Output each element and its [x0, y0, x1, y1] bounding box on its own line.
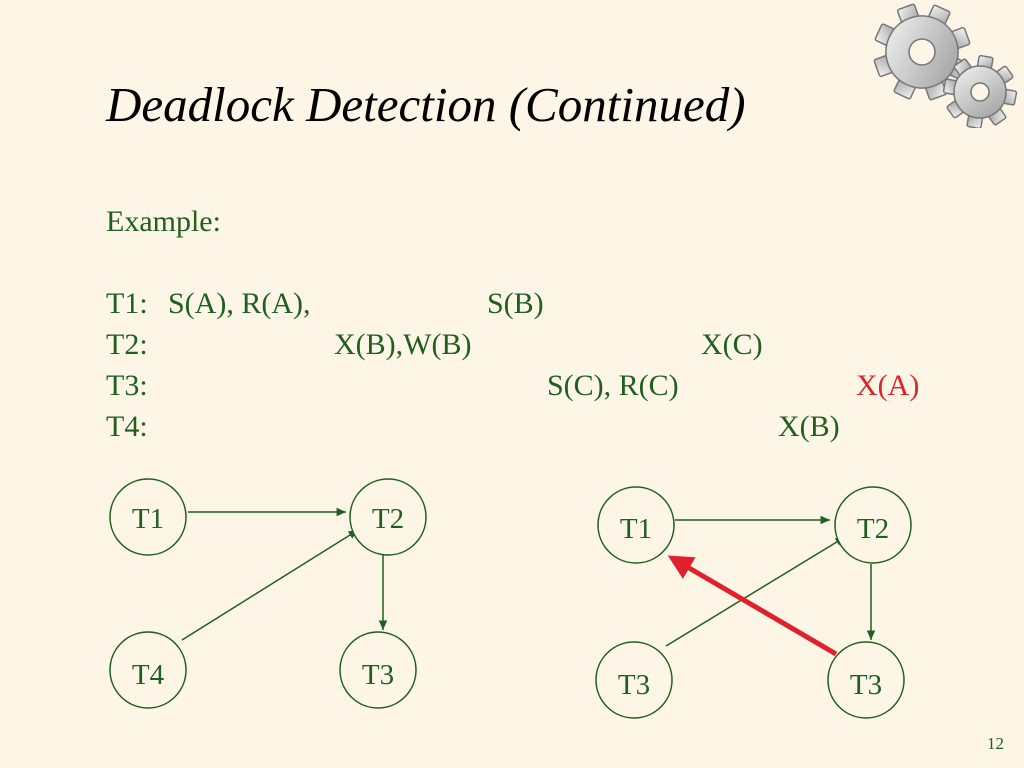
t4-label: T4:: [106, 410, 148, 443]
edge-t4-t2: [181, 529, 359, 641]
node-t1: [109, 478, 187, 556]
page-number: 12: [987, 734, 1004, 753]
slide-title: Deadlock Detection (Continued): [106, 77, 746, 132]
node-t3-left: [595, 641, 673, 719]
graph-right: T1 T2 T3 T3: [595, 486, 912, 719]
node-t2: [349, 478, 427, 556]
node-t1-label: T1: [620, 513, 652, 545]
gears-icon: [873, 3, 1018, 128]
node-t4: [109, 631, 187, 709]
node-t1-label: T1: [132, 503, 164, 535]
node-t3-label: T3: [362, 659, 394, 691]
edge-t3-t2: [665, 536, 846, 647]
t4-op-1: X(B): [778, 410, 840, 443]
node-t2-label: T2: [857, 513, 889, 545]
node-t2-label: T2: [372, 503, 404, 535]
node-t3: [339, 631, 417, 709]
t1-label: T1:: [106, 287, 148, 320]
t2-op-1: X(B),W(B): [334, 328, 472, 361]
t3-op-2-highlighted: X(A): [856, 369, 920, 402]
t1-op-1: S(A), R(A),: [168, 287, 311, 320]
node-t1: [597, 486, 675, 564]
node-t4-label: T4: [132, 659, 165, 691]
t3-label: T3:: [106, 369, 148, 402]
t2-label: T2:: [106, 328, 148, 361]
t3-op-1: S(C), R(C): [547, 369, 679, 402]
t2-op-2: X(C): [701, 328, 763, 361]
gear-small-icon: [942, 54, 1018, 128]
edge-t3-t1-deadlock: [667, 555, 838, 657]
node-t2: [834, 486, 912, 564]
t1-op-2: S(B): [487, 287, 544, 320]
example-label: Example:: [106, 205, 221, 238]
node-t3-left-label: T3: [618, 669, 650, 701]
graph-left: T1 T2 T4 T3: [109, 478, 427, 709]
node-t3-right: [827, 641, 905, 719]
node-t3-right-label: T3: [850, 669, 882, 701]
